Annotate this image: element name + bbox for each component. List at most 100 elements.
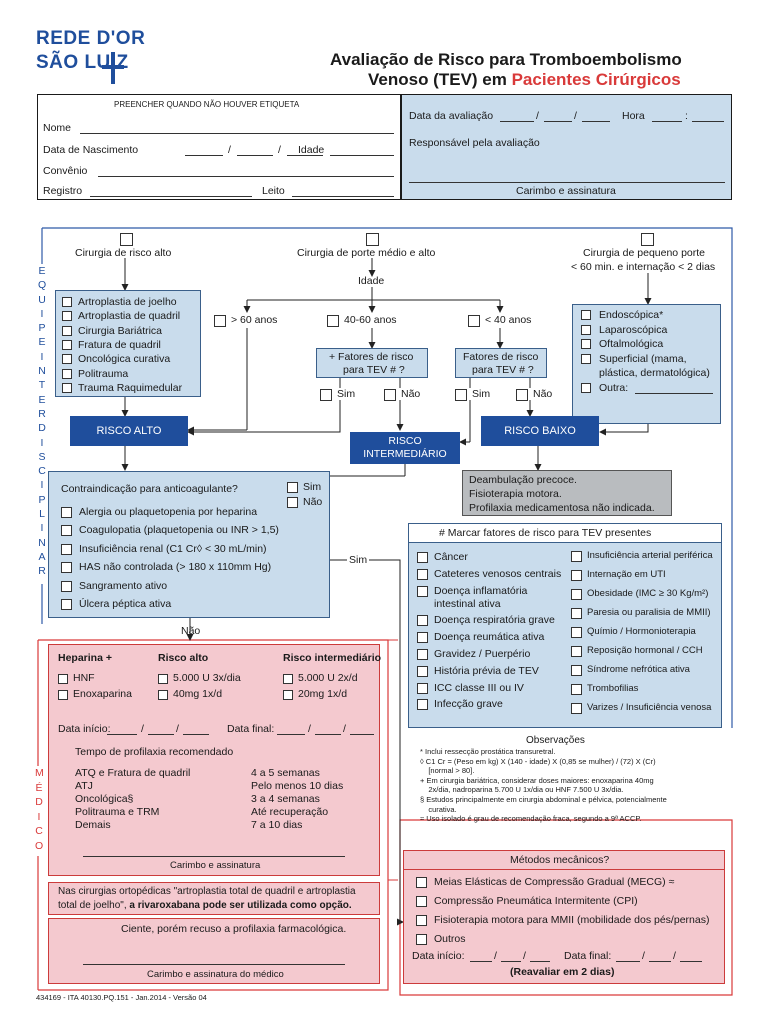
mech-end-d[interactable] xyxy=(616,961,640,962)
duration-key: Demais xyxy=(75,819,111,831)
responsible-field[interactable] xyxy=(409,182,725,183)
heparin-start-y[interactable] xyxy=(183,734,209,735)
risk-factor-checkbox[interactable] xyxy=(417,552,428,563)
fq1-yes-checkbox[interactable] xyxy=(320,389,332,401)
eval-day-field[interactable] xyxy=(500,121,534,122)
eval-hour-field[interactable] xyxy=(652,121,682,122)
low-risk-item-checkbox[interactable] xyxy=(581,382,591,393)
mech-start-d[interactable] xyxy=(470,961,492,962)
obs-line: [normal > 80]. xyxy=(420,766,475,776)
low-risk-item-checkbox[interactable] xyxy=(581,339,591,349)
other-surgery-field[interactable] xyxy=(635,392,713,394)
contra-item-checkbox[interactable] xyxy=(61,599,72,610)
contra-item-checkbox[interactable] xyxy=(61,562,72,574)
mech-item-checkbox[interactable] xyxy=(416,877,427,888)
medium-surgery-checkbox[interactable] xyxy=(366,233,379,246)
mech-start-m[interactable] xyxy=(501,961,521,962)
eval-slash1: / xyxy=(536,110,539,122)
mid-hnf-checkbox[interactable] xyxy=(283,674,293,684)
refuse-stamp-label: Carimbo e assinatura do médico xyxy=(147,969,284,980)
heparin-stamp-line[interactable] xyxy=(83,856,345,857)
high-enox-checkbox[interactable] xyxy=(158,690,168,700)
dob-month-field[interactable] xyxy=(237,155,273,156)
eval-minute-field[interactable] xyxy=(692,121,724,122)
risk-factor-checkbox[interactable] xyxy=(571,570,582,581)
fq1-no-checkbox[interactable] xyxy=(384,389,396,401)
low-risk-item-checkbox[interactable] xyxy=(581,310,591,320)
age-lt40-checkbox[interactable] xyxy=(468,315,480,327)
mech-item-label: Compressão Pneumática Intermitente (CPI) xyxy=(434,895,638,907)
name-field[interactable] xyxy=(80,133,394,134)
dob-day-field[interactable] xyxy=(185,155,223,156)
high-risk-item-checkbox[interactable] xyxy=(62,382,72,393)
mech-item-checkbox[interactable] xyxy=(416,934,427,945)
high-risk-item-checkbox[interactable] xyxy=(62,368,72,379)
risk-factor-checkbox[interactable] xyxy=(417,649,428,660)
heparin-start-d[interactable] xyxy=(107,734,137,735)
contra-no-checkbox[interactable] xyxy=(287,497,298,508)
bed-field[interactable] xyxy=(292,196,394,197)
heparin-end-m[interactable] xyxy=(315,734,341,735)
high-risk-item-checkbox[interactable] xyxy=(62,354,72,365)
high-risk-item-label: Artroplastia de joelho xyxy=(78,296,177,308)
age-gt60-checkbox[interactable] xyxy=(214,315,226,327)
heparin-start-m[interactable] xyxy=(148,734,174,735)
mech-start-y[interactable] xyxy=(530,961,550,962)
low-risk-item-checkbox[interactable] xyxy=(581,353,591,364)
dob-year-field[interactable] xyxy=(287,155,323,156)
high-risk-item-checkbox[interactable] xyxy=(62,311,72,322)
risk-factor-checkbox[interactable] xyxy=(417,699,428,711)
contra-yes-checkbox[interactable] xyxy=(287,482,298,493)
contra-item-checkbox[interactable] xyxy=(61,543,72,555)
age-gt60-label: > 60 anos xyxy=(231,314,278,326)
eval-month-field[interactable] xyxy=(544,121,572,122)
risk-factor-checkbox[interactable] xyxy=(417,615,428,627)
age-40-60-checkbox[interactable] xyxy=(327,315,339,327)
contra-item-checkbox[interactable] xyxy=(61,580,72,592)
enox-checkbox[interactable] xyxy=(58,690,68,700)
mech-end-m[interactable] xyxy=(649,961,671,962)
risk-factor-checkbox[interactable] xyxy=(571,627,582,638)
risk-factor-checkbox[interactable] xyxy=(571,646,582,657)
low-risk-item-checkbox[interactable] xyxy=(581,324,591,335)
registry-field[interactable] xyxy=(90,196,252,197)
hnf-checkbox[interactable] xyxy=(58,674,68,684)
contra-item-checkbox[interactable] xyxy=(61,507,72,518)
fq1-line2: para TEV # ? xyxy=(343,364,405,376)
fq2-no-checkbox[interactable] xyxy=(516,389,528,401)
risk-factor-checkbox[interactable] xyxy=(417,632,428,644)
eval-stamp-label: Carimbo e assinatura xyxy=(516,185,616,197)
risk-factor-checkbox[interactable] xyxy=(417,585,428,597)
duration-key: ATQ e Fratura de quadril xyxy=(75,767,191,779)
high-risk-item-checkbox[interactable] xyxy=(62,339,72,350)
fq2-yes-checkbox[interactable] xyxy=(455,389,467,401)
small-surgery-checkbox[interactable] xyxy=(641,233,654,246)
risk-factor-checkbox[interactable] xyxy=(571,684,582,695)
risk-factor-checkbox[interactable] xyxy=(571,608,582,619)
risk-factor-checkbox[interactable] xyxy=(571,665,582,676)
high-risk-item-checkbox[interactable] xyxy=(62,325,72,336)
risk-factor-checkbox[interactable] xyxy=(417,682,428,694)
contra-item-checkbox[interactable] xyxy=(61,525,72,537)
mech-item-checkbox[interactable] xyxy=(416,915,427,926)
risk-factor-checkbox[interactable] xyxy=(417,568,428,580)
obs-line: § Estudos principalmente em cirurgia abd… xyxy=(420,795,667,804)
risk-factor-checkbox[interactable] xyxy=(571,703,582,714)
high-risk-surgery-checkbox[interactable] xyxy=(120,233,133,246)
risk-factor-checkbox[interactable] xyxy=(417,665,428,677)
heparin-col3: Risco intermediário xyxy=(283,652,382,664)
age-field[interactable] xyxy=(330,155,394,156)
high-hnf-checkbox[interactable] xyxy=(158,674,168,684)
high-risk-item-checkbox[interactable] xyxy=(62,297,72,307)
heparin-end-d[interactable] xyxy=(277,734,305,735)
mid-enox-checkbox[interactable] xyxy=(283,690,293,700)
heparin-end-y[interactable] xyxy=(350,734,374,735)
risk-factor-checkbox[interactable] xyxy=(571,551,582,562)
risk-factor-checkbox[interactable] xyxy=(571,589,582,600)
refuse-stamp-line[interactable] xyxy=(83,964,345,965)
eval-year-field[interactable] xyxy=(582,121,610,122)
high-risk-item-label: Fratura de quadril xyxy=(78,338,161,351)
insurance-field[interactable] xyxy=(98,176,394,177)
mech-item-checkbox[interactable] xyxy=(416,896,427,907)
mech-end-y[interactable] xyxy=(680,961,702,962)
